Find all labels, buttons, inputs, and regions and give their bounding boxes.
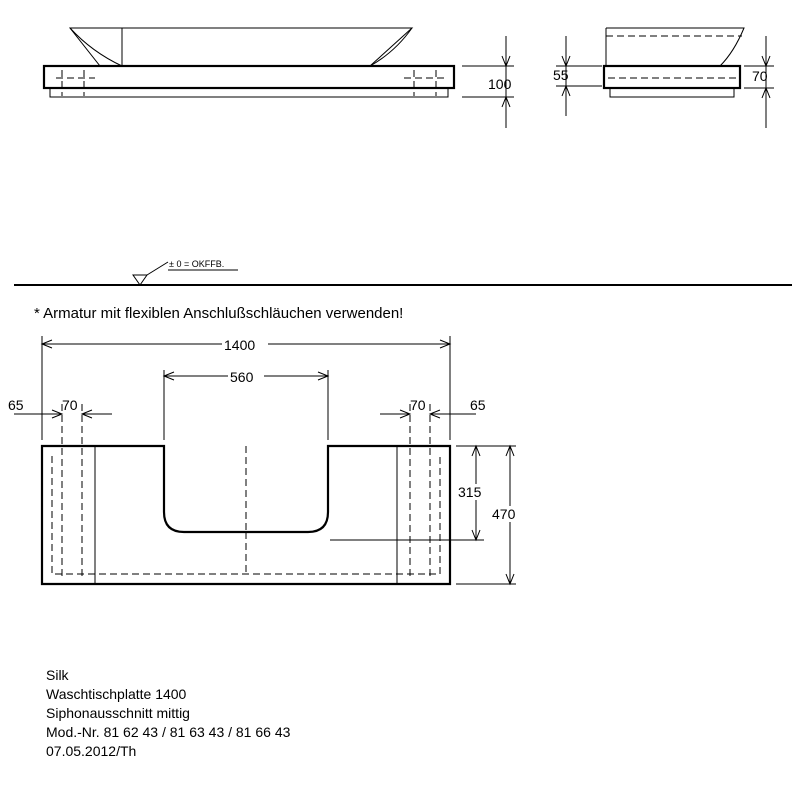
floor-reference: ± 0 = OKFFB. [14,259,792,286]
level-symbol-icon [132,274,148,286]
side-slab [602,64,742,90]
model-numbers: Mod.-Nr. 81 62 43 / 81 63 43 / 81 66 43 [46,724,291,740]
right-tap-spacing-dimension: 70 [410,397,426,413]
right-edge-offset-dimension: 65 [470,397,486,413]
plan-view: 1400 560 65 70 70 65 [8,336,526,586]
total-depth-dimension: 470 [492,506,516,522]
product-name: Waschtischplatte 1400 [46,686,187,702]
bracket-rail [49,87,449,98]
left-tap-spacing-dimension: 70 [62,397,78,413]
title-block: Silk Waschtischplatte 1400 Siphonausschn… [46,666,290,761]
left-edge-offset-dimension: 65 [8,397,24,413]
front-height-dimension: 100 [488,76,512,92]
side-height-outer-dimension: 70 [752,68,768,84]
drawing-date: 07.05.2012/Th [46,743,137,759]
series-name: Silk [46,667,69,683]
front-elevation-view: 100 [42,27,514,128]
cutout-depth-dimension: 315 [458,484,482,500]
bracket-frame-dashed [51,456,441,575]
floor-level-label: ± 0 = OKFFB. [169,259,224,269]
cutout-width-dimension: 560 [230,369,254,385]
basin-outline [68,27,414,67]
variant-description: Siphonausschnitt mittig [46,705,190,721]
installation-note: * Armatur mit flexiblen Anschlußschläuch… [34,305,403,322]
total-width-dimension: 1400 [224,337,255,353]
side-basin-outline [605,27,745,67]
side-height-inner-dimension: 55 [553,67,569,83]
side-elevation-view: 55 70 [553,27,774,128]
countertop-plan-outline [40,444,452,586]
countertop-slab [42,64,456,90]
